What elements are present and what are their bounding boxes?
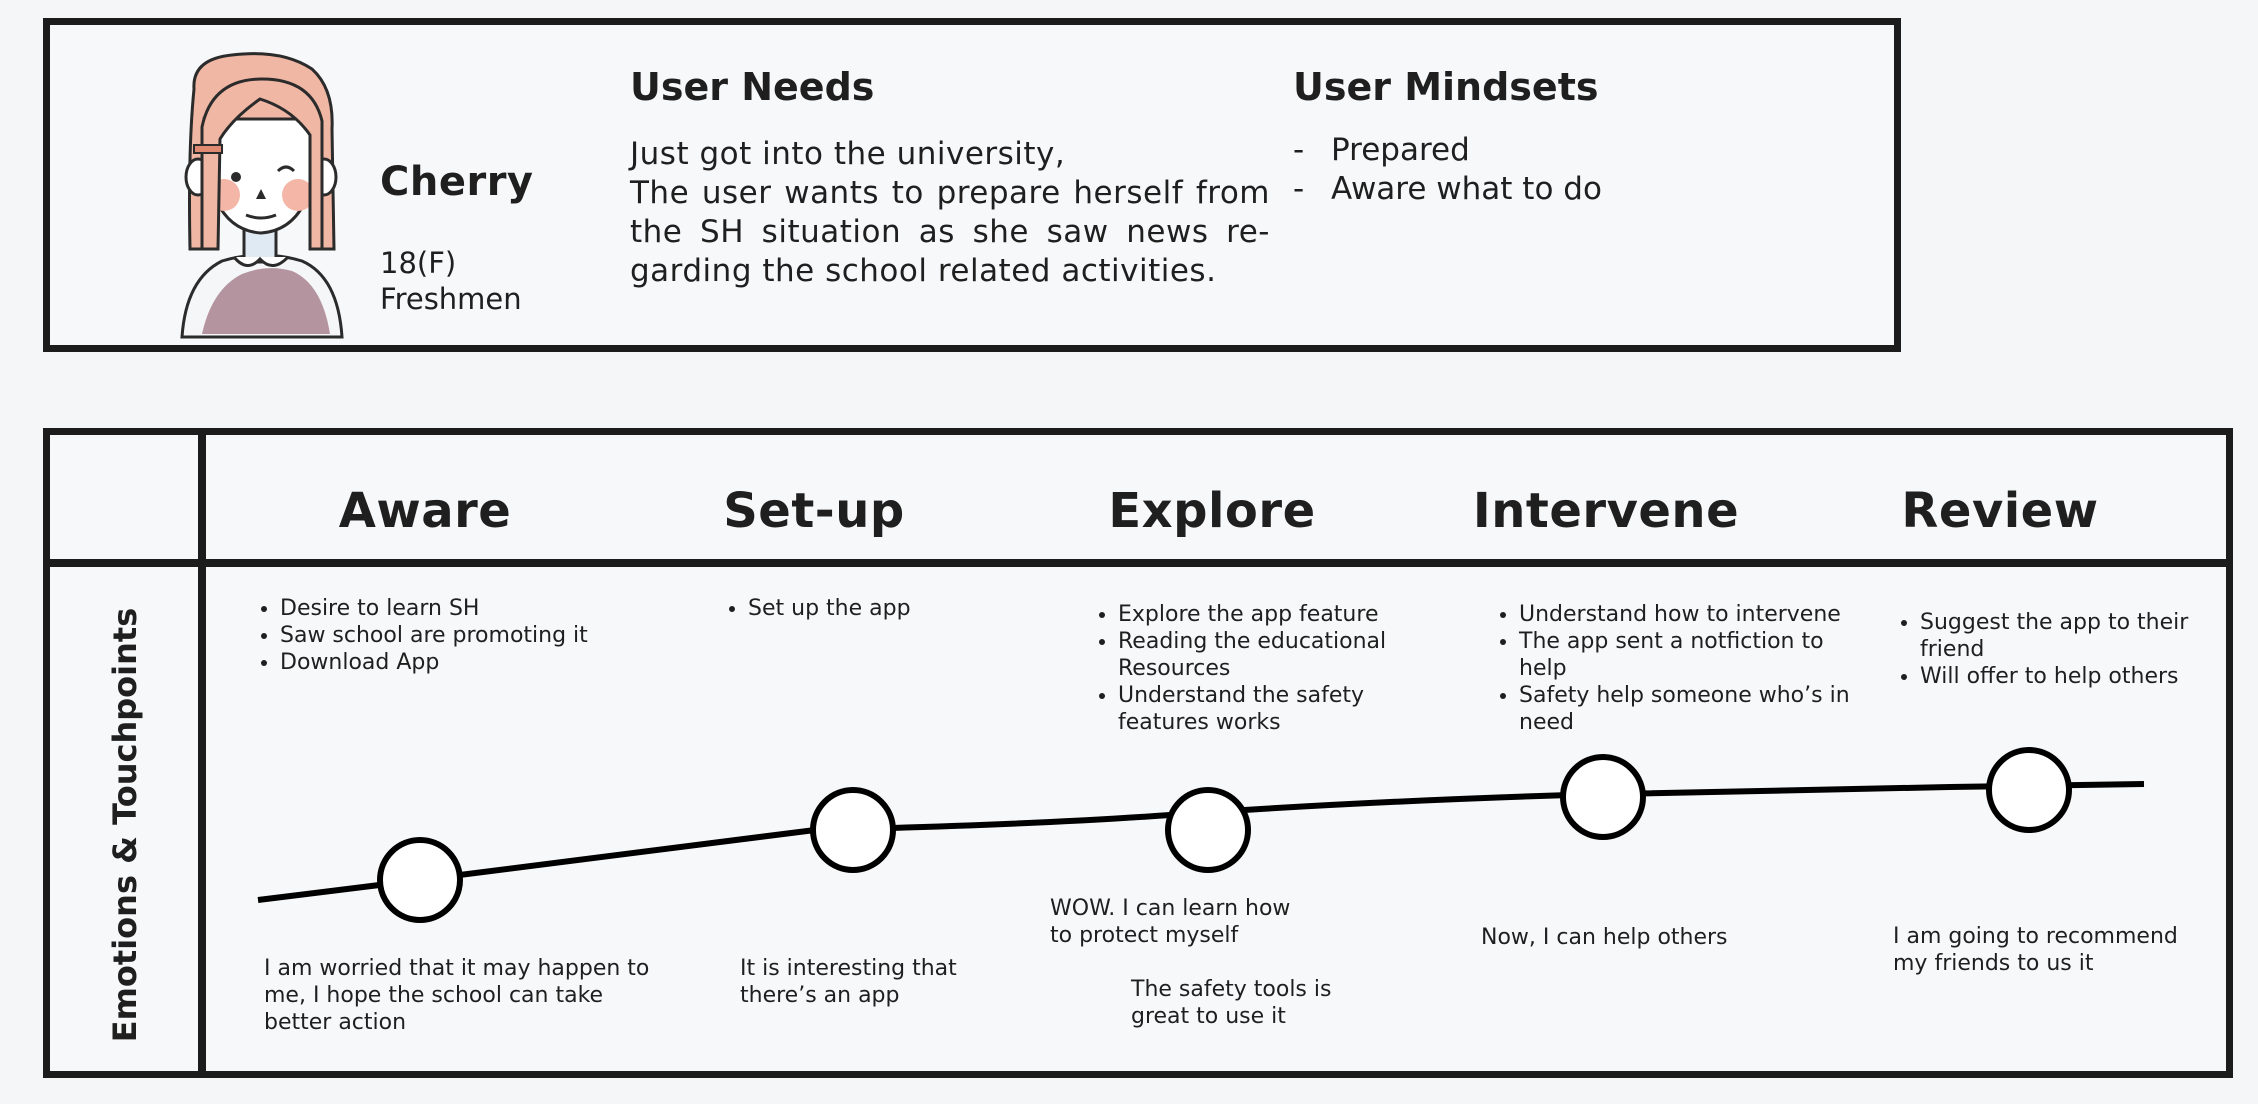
stage-title-aware: Aware	[338, 483, 512, 539]
touchpoints-aware: Desire to learn SH Saw school are promot…	[242, 595, 640, 676]
emotion-point-aware	[377, 837, 463, 923]
emotion-quote-review: I am going to recommend my friends to us…	[1893, 924, 2178, 976]
emotion-point-review	[1986, 747, 2072, 833]
stage-title-explore: Explore	[1108, 483, 1316, 539]
girl-avatar-illustration	[180, 52, 344, 339]
touchpoint-item: Understand the safety features works	[1118, 682, 1438, 736]
user-needs-body: The user wants to prepare herself from t…	[630, 175, 1270, 289]
user-needs-intro: Just got into the university,	[630, 136, 1066, 172]
user-needs-text: Just got into the university, The user w…	[630, 135, 1270, 291]
mindset-item: -Aware what to do	[1293, 171, 1602, 207]
mindset-item: -Prepared	[1293, 132, 1470, 168]
emotion-quote-setup: It is interesting that there’s an app	[740, 956, 957, 1008]
stage-title-review: Review	[1901, 483, 2099, 539]
emotion-point-intervene	[1560, 754, 1646, 840]
persona-name: Cherry	[380, 159, 534, 205]
touchpoint-item: Download App	[280, 649, 640, 676]
touchpoint-item: Will offer to help others	[1920, 663, 2220, 690]
user-mindsets-list: -Prepared -Aware what to do	[1293, 131, 1602, 209]
table-column-divider	[198, 435, 206, 1071]
stage-title-setup: Set-up	[723, 483, 905, 539]
journey-map-table: Emotions & Touchpoints Aware Set-up Expl…	[43, 428, 2233, 1078]
touchpoint-item: Desire to learn SH	[280, 595, 640, 622]
touchpoint-item: Safety help someone who’s in need	[1519, 682, 1869, 736]
persona-role: Freshmen	[380, 282, 522, 316]
touchpoints-review: Suggest the app to their friend Will off…	[1882, 609, 2220, 690]
user-mindsets-title: User Mindsets	[1293, 65, 1599, 109]
touchpoint-item: The app sent a notfiction to help	[1519, 628, 1869, 682]
persona-age: 18(F)	[380, 246, 457, 280]
touchpoints-setup: Set up the app	[710, 595, 1068, 622]
touchpoints-intervene: Understand how to intervene The app sent…	[1481, 601, 1869, 736]
stage-title-intervene: Intervene	[1472, 483, 1740, 539]
touchpoint-item: Explore the app feature	[1118, 601, 1438, 628]
emotion-quote-explore-1: WOW. I can learn how to protect myself	[1050, 896, 1291, 948]
touchpoints-explore: Explore the app feature Reading the educ…	[1080, 601, 1438, 736]
touchpoint-item: Reading the educational Resources	[1118, 628, 1438, 682]
emotion-point-setup	[810, 787, 896, 873]
emotion-curve	[257, 747, 2145, 923]
emotion-quote-intervene: Now, I can help others	[1481, 925, 1728, 950]
persona-card: Cherry 18(F) Freshmen User Needs Just go…	[43, 18, 1901, 352]
emotion-quote-aware: I am worried that it may happen to me, I…	[264, 956, 650, 1035]
table-row-divider	[50, 559, 2226, 567]
touchpoint-item: Set up the app	[748, 595, 1068, 622]
touchpoint-item: Saw school are promoting it	[280, 622, 640, 649]
emotion-point-explore	[1165, 787, 1251, 873]
touchpoint-item: Understand how to intervene	[1519, 601, 1869, 628]
emotion-quote-explore-2: The safety tools is great to use it	[1131, 977, 1332, 1029]
user-needs-title: User Needs	[630, 65, 875, 109]
touchpoint-item: Suggest the app to their friend	[1920, 609, 2220, 663]
